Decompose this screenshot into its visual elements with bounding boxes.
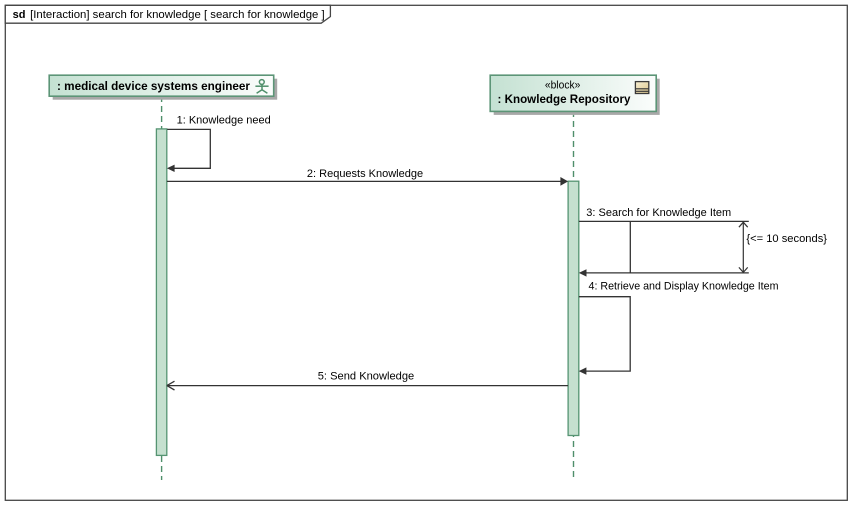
svg-text:2: Requests Knowledge: 2: Requests Knowledge	[307, 168, 423, 180]
svg-text:«block»: «block»	[545, 79, 581, 91]
svg-text:5: Send Knowledge: 5: Send Knowledge	[318, 371, 415, 383]
svg-text:: Knowledge Repository: : Knowledge Repository	[498, 92, 631, 106]
svg-text:4: Retrieve and Display Knowle: 4: Retrieve and Display Knowledge Item	[589, 281, 779, 293]
svg-text:sd: sd	[13, 9, 26, 21]
svg-text:{<= 10 seconds}: {<= 10 seconds}	[746, 233, 827, 245]
svg-text:[Interaction] search for knowl: [Interaction] search for knowledge [ sea…	[30, 9, 325, 21]
svg-text:: medical device systems engin: : medical device systems engineer	[57, 79, 250, 93]
svg-text:3: Search for Knowledge Item: 3: Search for Knowledge Item	[586, 207, 731, 219]
svg-text:1: Knowledge need: 1: Knowledge need	[177, 115, 271, 127]
